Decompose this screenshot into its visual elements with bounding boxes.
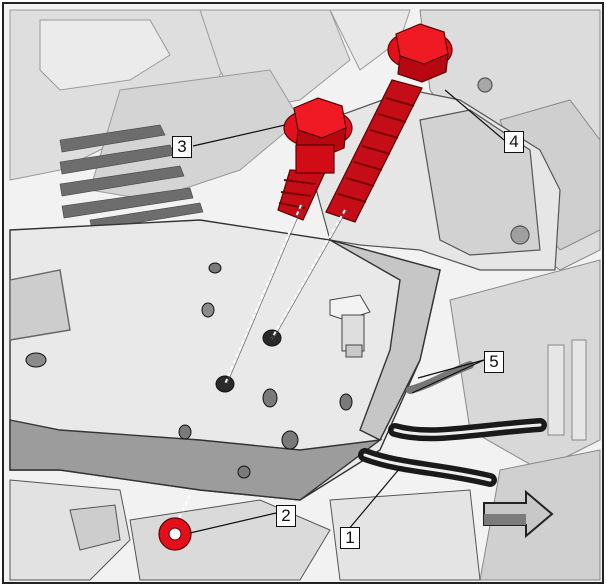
leader-lines bbox=[189, 89, 505, 534]
plate-holes bbox=[25, 262, 353, 479]
bolt-3 bbox=[277, 97, 353, 221]
background-engine-parts bbox=[9, 9, 411, 201]
direction-arrow-icon bbox=[483, 489, 554, 539]
alignment-lines bbox=[177, 204, 346, 521]
alignment-lines-shadow bbox=[226, 204, 348, 385]
nut-2 bbox=[158, 517, 192, 551]
callout-3: 3 bbox=[172, 136, 192, 158]
bolt-hole-front bbox=[215, 375, 235, 393]
callout-5: 5 bbox=[484, 351, 504, 373]
callout-1: 1 bbox=[340, 527, 360, 549]
hoses bbox=[358, 361, 547, 487]
stud-nut bbox=[329, 294, 371, 358]
frame-rail bbox=[9, 219, 441, 501]
radiator-fins bbox=[59, 124, 204, 231]
callout-2: 2 bbox=[276, 505, 296, 527]
callout-4: 4 bbox=[504, 131, 524, 153]
bolt-4 bbox=[325, 23, 453, 223]
